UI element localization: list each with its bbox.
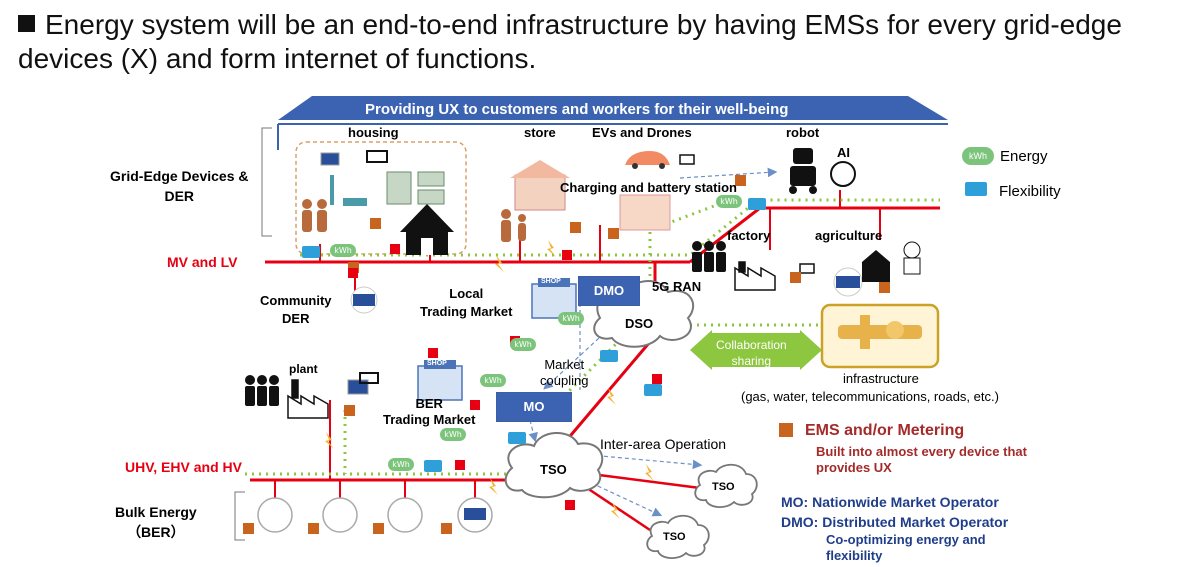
flexibility-kw-icons (302, 182, 987, 472)
tso-main-node: TSO (540, 462, 567, 477)
legend-flexibility-label: Flexibility (999, 183, 1061, 200)
ber-shop-sign: SHOP (427, 360, 447, 367)
collaboration-label: Collaboration sharing (716, 338, 787, 368)
mv-lv-label: MV and LV (167, 254, 238, 270)
legend-mo-definition: MO: Nationwide Market Operator (781, 494, 999, 510)
headline-text: Energy system will be an end-to-end infr… (18, 9, 1122, 74)
tso-right-cloud (694, 463, 758, 508)
ber-market-label: BER Trading Market (383, 396, 476, 427)
robot-icon (789, 148, 817, 194)
energy-pill: kWh (510, 338, 536, 351)
market-coupling-label: Market coupling (540, 357, 589, 388)
charging-station-icon (619, 194, 671, 231)
store-icon (514, 174, 566, 211)
dso-tso-line (558, 329, 662, 449)
workers-icon (245, 241, 726, 406)
local-market-label: Local Trading Market (420, 286, 513, 319)
infrastructure-label: infrastructure (843, 371, 919, 386)
charging-station-label: Charging and battery station (560, 180, 737, 195)
ran-label: 5G RAN (652, 279, 702, 294)
tso-bottom-cloud (646, 514, 710, 559)
dso-node: DSO (625, 316, 654, 331)
ai-head-icon (830, 161, 856, 187)
plant-factory-icon (287, 379, 329, 419)
bullet-square-icon (18, 15, 35, 32)
lightning-icons (325, 240, 654, 519)
dmo-node: DMO (578, 276, 640, 306)
legend-energy-label: Energy (1000, 148, 1048, 165)
legend-energy-icon: kWh (962, 147, 994, 165)
housing-frame (295, 141, 467, 255)
ems-chip-icons (243, 175, 890, 534)
legend-dmo-description: Co-optimizing energy and flexibility (826, 532, 986, 563)
factory-label: factory (727, 228, 771, 243)
uhv-label: UHV, EHV and HV (125, 459, 242, 475)
energy-pill: kWh (388, 458, 414, 471)
energy-pill: kWh (480, 374, 506, 387)
infrastructure-examples: (gas, water, telecommunications, roads, … (741, 389, 999, 404)
legend-ems-description: Built into almost every device that prov… (816, 444, 1027, 475)
legend-dmo-definition: DMO: Distributed Market Operator (781, 514, 1009, 530)
ux-banner (278, 96, 948, 120)
tso-bottom-node: TSO (663, 531, 686, 543)
legend-ems-label: EMS and/or Metering (805, 422, 965, 439)
energy-pill: kWh (330, 244, 356, 257)
energy-pill: kWh (558, 312, 584, 325)
agriculture-label: agriculture (815, 228, 883, 243)
store-label: store (524, 125, 556, 140)
slide-headline: Energy system will be an end-to-end infr… (18, 8, 1198, 76)
evs-drones-label: EVs and Drones (592, 125, 692, 140)
robot-label: robot (786, 125, 820, 140)
ev-car-icon (625, 151, 670, 165)
tso-main-cloud (504, 431, 604, 499)
ux-banner-label: Providing UX to customers and workers fo… (365, 101, 789, 118)
housing-label: housing (348, 125, 399, 140)
inter-area-label: Inter-area Operation (600, 436, 727, 452)
factory-icon (734, 261, 776, 291)
barn-icon (862, 250, 890, 282)
community-der-label: Community DER (260, 293, 332, 326)
tso-right-node: TSO (712, 481, 735, 493)
energy-pill: kWh (716, 195, 742, 208)
solar-panel-icon (320, 152, 340, 166)
house-icon (400, 204, 454, 255)
mo-node: MO (496, 392, 572, 422)
local-shop-sign: SHOP (541, 278, 561, 285)
family-people-icon (302, 199, 526, 242)
ai-label: AI (837, 145, 850, 160)
energy-pill: kWh (440, 428, 466, 441)
bulk-energy-label: Bulk Energy （BER） (115, 504, 197, 540)
grid-edge-label: Grid-Edge Devices & DER (110, 168, 249, 204)
plant-label: plant (289, 362, 318, 376)
ber-shop-icon (417, 360, 463, 401)
